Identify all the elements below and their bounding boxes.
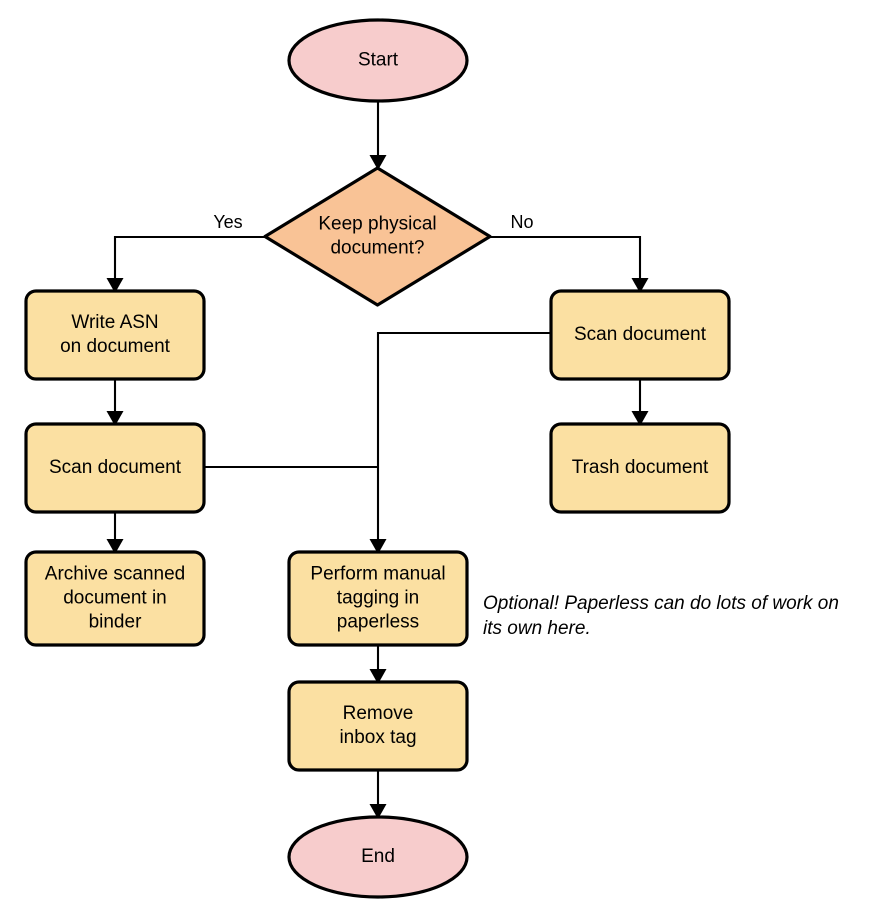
node-label-archive-binder: binder <box>89 612 142 633</box>
edge-decision-yes: Yes <box>106 212 265 293</box>
node-shape-rect[interactable] <box>24 550 206 647</box>
node-label-write-asn: on document <box>60 336 171 357</box>
edge-path <box>113 235 265 287</box>
arrow-head-icon <box>369 804 387 819</box>
edge-scan-right-to-tagging <box>369 331 551 554</box>
node-label-manual-tagging: paperless <box>337 612 419 633</box>
node-end[interactable]: End <box>287 815 469 899</box>
node-scan-right[interactable]: Scan document <box>549 289 731 381</box>
node-label-keep-physical: Keep physical <box>318 214 436 235</box>
edge-remove-to-end <box>369 770 387 819</box>
node-label-trash: Trash document <box>572 457 709 478</box>
arrow-head-icon <box>369 155 387 170</box>
node-write-asn[interactable]: Write ASN on document <box>24 289 206 381</box>
arrow-head-icon <box>369 669 387 684</box>
node-label-manual-tagging: Perform manual <box>310 564 445 585</box>
node-shape-rect[interactable] <box>549 289 731 381</box>
node-label-write-asn: Write ASN <box>71 312 158 333</box>
node-label-keep-physical: document? <box>330 238 424 259</box>
annotation-line: its own here. <box>483 618 591 639</box>
node-label-manual-tagging: tagging in <box>337 588 419 609</box>
annotation-optional-note: Optional! Paperless can do lots of work … <box>483 593 839 639</box>
node-label-archive-binder: Archive scanned <box>45 564 185 585</box>
node-shape-rect[interactable] <box>24 422 206 514</box>
node-label-remove-inbox-tag: Remove <box>343 703 414 724</box>
edge-scan-left-to-archive <box>106 512 124 554</box>
edge-label-decision-yes: Yes <box>213 212 242 232</box>
edge-scan-right-to-trash <box>631 379 649 426</box>
node-trash[interactable]: Trash document <box>549 422 731 514</box>
node-shape-rect[interactable] <box>24 289 206 381</box>
edge-path <box>376 331 551 548</box>
edges-layer: Yes No <box>106 101 649 819</box>
node-shape-rect[interactable] <box>549 422 731 514</box>
node-start[interactable]: Start <box>287 18 469 103</box>
node-manual-tagging[interactable]: Perform manual tagging in paperless <box>287 550 469 647</box>
annotation-line: Optional! Paperless can do lots of work … <box>483 593 839 614</box>
node-shape-ellipse[interactable] <box>287 18 469 103</box>
node-shape-rect[interactable] <box>287 680 469 772</box>
node-remove-inbox-tag[interactable]: Remove inbox tag <box>287 680 469 772</box>
node-keep-physical[interactable]: Keep physical document? <box>263 166 492 307</box>
annotations-layer: Optional! Paperless can do lots of work … <box>483 593 839 639</box>
node-shape-rect[interactable] <box>287 550 469 647</box>
edge-write-asn-to-scan <box>106 379 124 426</box>
node-archive-binder[interactable]: Archive scanned document in binder <box>24 550 206 647</box>
node-label-scan-right: Scan document <box>574 324 707 345</box>
edge-label-decision-no: No <box>510 212 533 232</box>
arrow-head-icon <box>106 278 124 293</box>
edge-start-to-decision <box>369 101 387 170</box>
node-label-end: End <box>361 846 395 867</box>
arrow-head-icon <box>106 539 124 554</box>
edge-path <box>490 235 642 287</box>
arrow-head-icon <box>631 278 649 293</box>
node-label-remove-inbox-tag: inbox tag <box>339 727 416 748</box>
node-label-archive-binder: document in <box>63 588 167 609</box>
arrow-head-icon <box>106 411 124 426</box>
edge-decision-no: No <box>490 212 649 293</box>
node-shape-ellipse[interactable] <box>287 815 469 899</box>
node-label-scan-left: Scan document <box>49 457 182 478</box>
node-shape-diamond[interactable] <box>263 166 492 307</box>
node-scan-left[interactable]: Scan document <box>24 422 206 514</box>
node-label-start: Start <box>358 50 399 71</box>
arrow-head-icon <box>369 539 387 554</box>
arrow-head-icon <box>631 411 649 426</box>
edge-tagging-to-remove <box>369 645 387 684</box>
